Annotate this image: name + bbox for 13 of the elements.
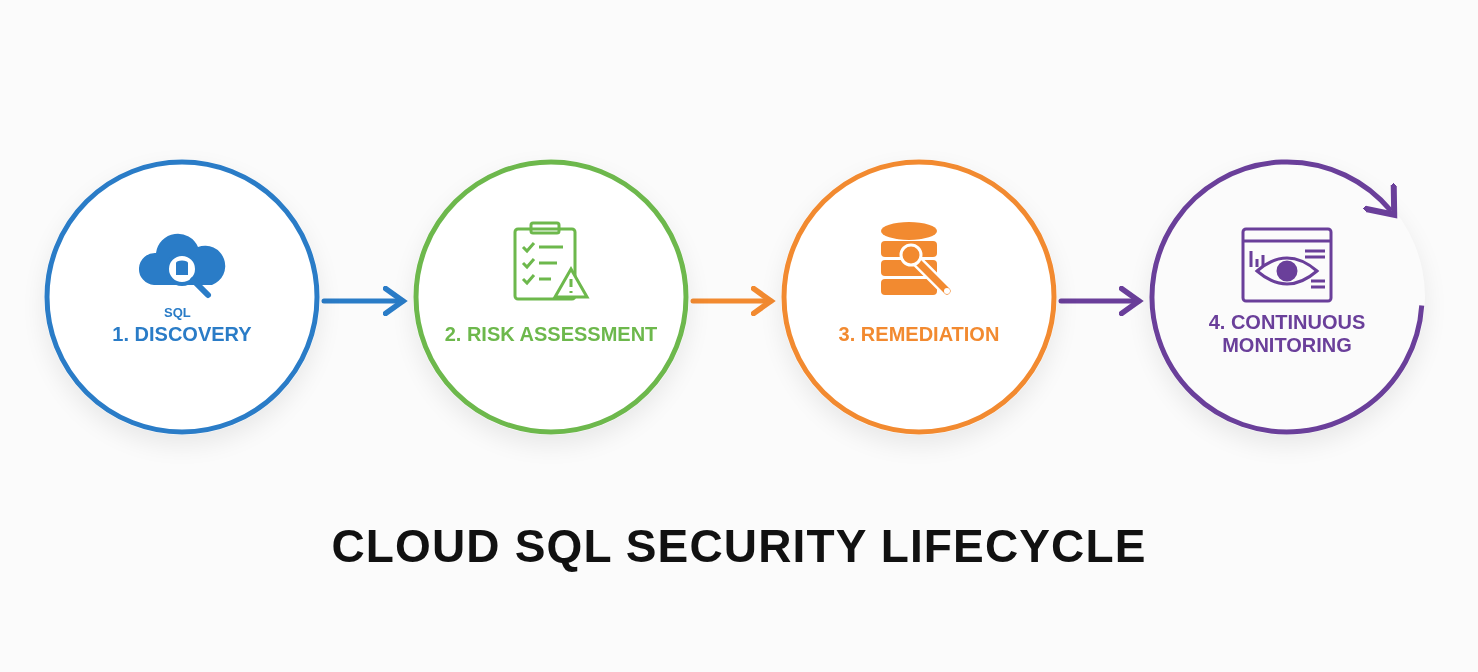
step-label: 4. CONTINUOUS MONITORING bbox=[1207, 311, 1367, 357]
arrow bbox=[1058, 285, 1142, 317]
step-label: 2. RISK ASSESSMENT bbox=[444, 322, 658, 346]
step-circle bbox=[413, 159, 689, 435]
step-label: 3. REMEDIATION bbox=[838, 322, 1000, 346]
step-circle bbox=[1149, 159, 1425, 435]
step-circle bbox=[781, 159, 1057, 435]
arrow bbox=[321, 285, 406, 317]
step-circle bbox=[44, 159, 320, 435]
icon-caption: SQL bbox=[164, 306, 191, 319]
diagram-title: CLOUD SQL SECURITY LIFECYCLE bbox=[331, 519, 1147, 574]
arrow bbox=[690, 285, 774, 317]
step-label: 1. DISCOVERY bbox=[112, 322, 252, 346]
